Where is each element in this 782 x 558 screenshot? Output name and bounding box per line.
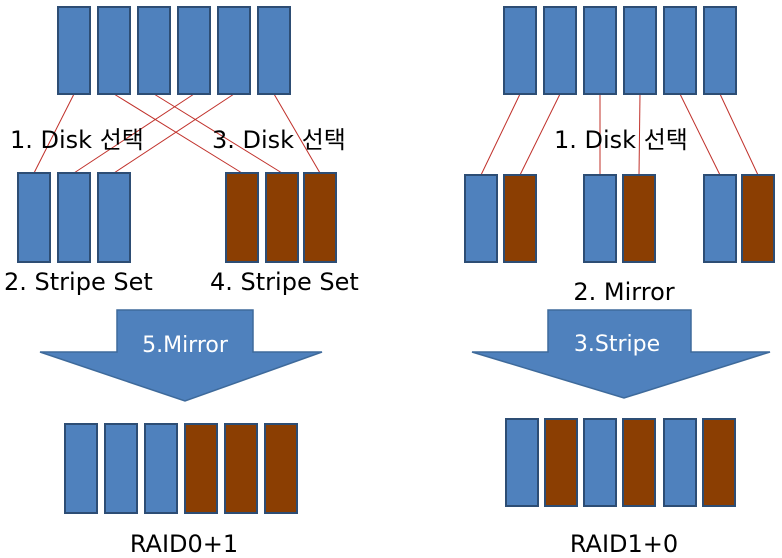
raid01-stripe-a-disk: [97, 172, 131, 263]
raid10-mirror-disk: [703, 174, 737, 263]
raid10-link-line: [719, 93, 759, 176]
raid10-result-disk: [583, 418, 617, 507]
raid01-result-disk: [64, 423, 98, 514]
raid01-link-line: [33, 93, 75, 174]
raid01-result-disk: [184, 423, 218, 514]
raid01-source-disk: [217, 6, 251, 95]
raid01-panel: 1. Disk 선택 3. Disk 선택 2. Stripe Set 4. S…: [4, 6, 359, 558]
raid10-mirror-disk: [503, 174, 537, 263]
raid10-link-line: [480, 93, 521, 176]
raid01-arrow-label: 5.Mirror: [142, 333, 229, 358]
raid10-result-disk: [544, 418, 578, 507]
raid10-mirror-disk: [464, 174, 498, 263]
raid01-link-line: [113, 93, 243, 174]
raid01-step4-label: 4. Stripe Set: [210, 268, 359, 296]
raid10-mirror-disk: [741, 174, 775, 263]
raid01-source-disks: [57, 6, 291, 95]
raid01-link-line: [73, 93, 195, 174]
raid01-result-disk: [224, 423, 258, 514]
raid10-mirror-disk: [622, 174, 656, 263]
raid01-stripe-a-disk: [17, 172, 51, 263]
raid01-link-line: [113, 93, 235, 174]
raid01-step2-label: 2. Stripe Set: [4, 268, 153, 296]
raid10-panel: 1. Disk 선택 2. Mirror 3.Stripe RAID1+0: [464, 6, 775, 558]
raid01-result-disk: [144, 423, 178, 514]
raid01-result-disks: [64, 423, 298, 514]
raid01-link-line: [273, 93, 321, 174]
raid10-arrow-label: 3.Stripe: [574, 332, 660, 357]
raid10-source-disks: [503, 6, 737, 95]
raid01-link-line: [153, 93, 283, 174]
raid10-source-disk: [583, 6, 617, 95]
raid10-source-disk: [703, 6, 737, 95]
raid10-result-disk: [663, 418, 697, 507]
raid10-mirror-pairs: [464, 174, 775, 263]
raid01-stripe-b-disk: [225, 172, 259, 263]
raid10-step2-label: 2. Mirror: [573, 278, 674, 306]
raid10-source-disk: [623, 6, 657, 95]
raid10-link-line: [679, 93, 721, 176]
raid10-source-disk: [543, 6, 577, 95]
raid10-result-disks: [505, 418, 736, 507]
raid01-result-disk: [264, 423, 298, 514]
raid01-result-disk: [104, 423, 138, 514]
raid10-result-disk: [622, 418, 656, 507]
raid10-step1-label: 1. Disk 선택: [554, 126, 688, 154]
raid01-stripe-b-disk: [303, 172, 337, 263]
raid01-step3-label: 3. Disk 선택: [212, 126, 346, 154]
raid01-stripe-set-b: [225, 172, 337, 263]
raid10-mirror-disk: [583, 174, 617, 263]
raid01-step1-label: 1. Disk 선택: [10, 126, 144, 154]
raid10-source-disk: [663, 6, 697, 95]
raid01-source-disk: [137, 6, 171, 95]
raid10-link-line: [519, 93, 561, 176]
raid10-result-disk: [505, 418, 539, 507]
raid01-stripe-b-disk: [265, 172, 299, 263]
raid01-mirror-arrow: [39, 309, 323, 402]
raid10-caption: RAID1+0: [570, 530, 678, 558]
raid10-source-disk: [503, 6, 537, 95]
disk-connection-lines: [33, 93, 759, 176]
raid10-stripe-arrow: [471, 309, 771, 399]
raid01-stripe-set-a: [17, 172, 131, 263]
raid01-source-disk: [57, 6, 91, 95]
raid01-caption: RAID0+1: [130, 530, 238, 558]
raid01-source-disk: [257, 6, 291, 95]
raid01-source-disk: [177, 6, 211, 95]
raid10-link-line: [638, 93, 641, 176]
raid01-source-disk: [97, 6, 131, 95]
raid10-result-disk: [702, 418, 736, 507]
raid01-stripe-a-disk: [57, 172, 91, 263]
